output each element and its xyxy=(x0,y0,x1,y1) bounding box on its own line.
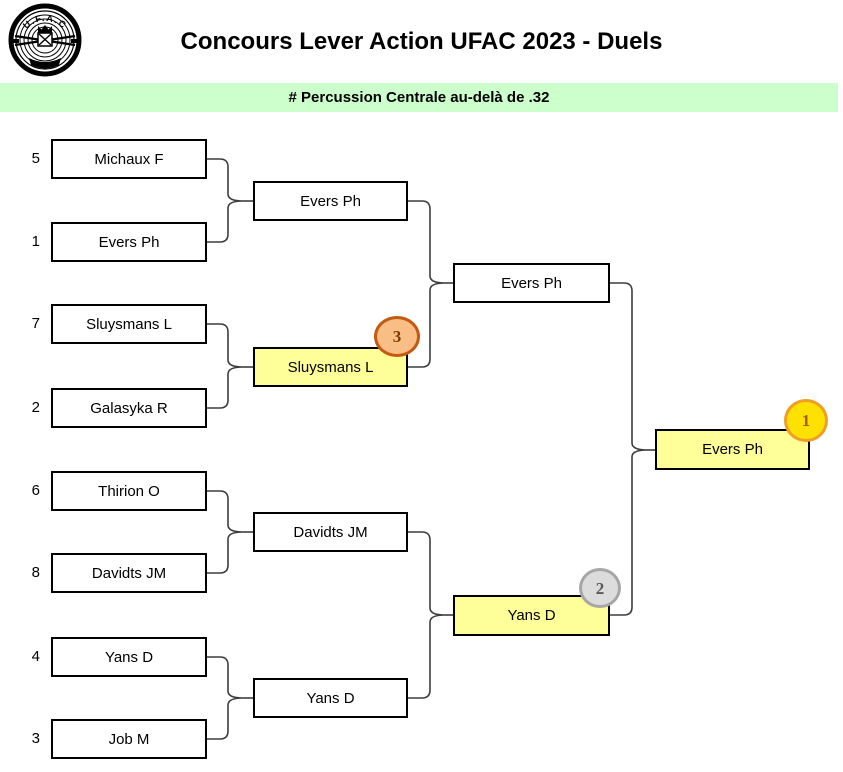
match-box-round1: Evers Ph xyxy=(51,222,207,262)
category-banner: # Percussion Centrale au-delà de .32 xyxy=(0,83,838,112)
match-box-round1: Davidts JM xyxy=(51,553,207,593)
match-box-round1: Galasyka R xyxy=(51,388,207,428)
crown-icon xyxy=(38,25,52,33)
match-box-round2-winner: Sluysmans L xyxy=(253,347,408,387)
seed-label: 1 xyxy=(31,233,40,250)
match-box-round1: Job M xyxy=(51,719,207,759)
seed-label: 8 xyxy=(31,564,40,581)
seed-label: 2 xyxy=(31,399,40,416)
match-box-round1: Michaux F xyxy=(51,139,207,179)
match-box-semifinal-winner: Yans D xyxy=(453,595,610,636)
match-box-round1: Sluysmans L xyxy=(51,304,207,344)
match-box-round1: Thirion O xyxy=(51,471,207,511)
page-title: Concours Lever Action UFAC 2023 - Duels xyxy=(180,28,663,55)
match-box-final-winner: Evers Ph xyxy=(655,429,810,470)
rank-badge-third: 3 xyxy=(374,316,420,357)
ribbon-icon xyxy=(29,58,61,69)
seed-label: 4 xyxy=(31,648,40,665)
match-box-round2: Davidts JM xyxy=(253,512,408,552)
seed-label: 6 xyxy=(31,482,40,499)
seed-label: 5 xyxy=(31,150,40,167)
seed-label: 3 xyxy=(31,730,40,747)
match-box-round1: Yans D xyxy=(51,637,207,677)
match-box-round2: Evers Ph xyxy=(253,181,408,221)
rank-badge-second: 2 xyxy=(579,568,621,608)
match-box-semifinal: Evers Ph xyxy=(453,263,610,303)
seed-label: 7 xyxy=(31,315,40,332)
match-box-round2: Yans D xyxy=(253,678,408,718)
ufac-logo-icon: U.F.A.C xyxy=(8,3,82,77)
rank-badge-first: 1 xyxy=(784,399,828,442)
